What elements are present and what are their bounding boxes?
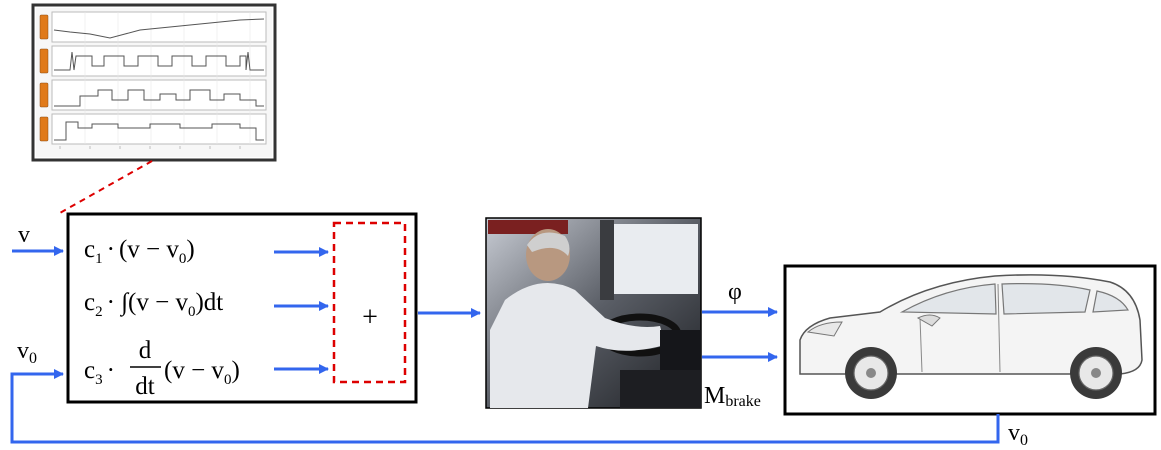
- signal-plot-thumbnail: [31, 3, 277, 162]
- term-3: c3· d dt (v − v0): [84, 337, 240, 400]
- dashed-link: [57, 160, 153, 215]
- svg-text:(v − v0): (v − v0): [164, 357, 240, 388]
- fraction-numerator: d: [139, 337, 152, 364]
- term-2: c2· ∫(v − v0)dt: [84, 289, 223, 320]
- feedback-loop-arrow: [10, 369, 1000, 444]
- feedback-out-label: v0: [1008, 420, 1028, 449]
- svg-text:c3·: c3·: [84, 357, 115, 388]
- car-illustration: [783, 264, 1157, 416]
- input-v-label: v: [18, 222, 30, 248]
- sum-box: [332, 221, 407, 384]
- phi-label: φ: [728, 279, 742, 305]
- driver-photo: [485, 217, 702, 409]
- fraction-denominator: dt: [135, 373, 155, 400]
- brake-label: Mbrake: [704, 383, 761, 410]
- term-1: c1·(v − v0): [84, 236, 195, 267]
- controller-box: [66, 212, 418, 404]
- feedback-in-label: v0: [17, 338, 37, 367]
- sum-symbol: +: [362, 302, 378, 333]
